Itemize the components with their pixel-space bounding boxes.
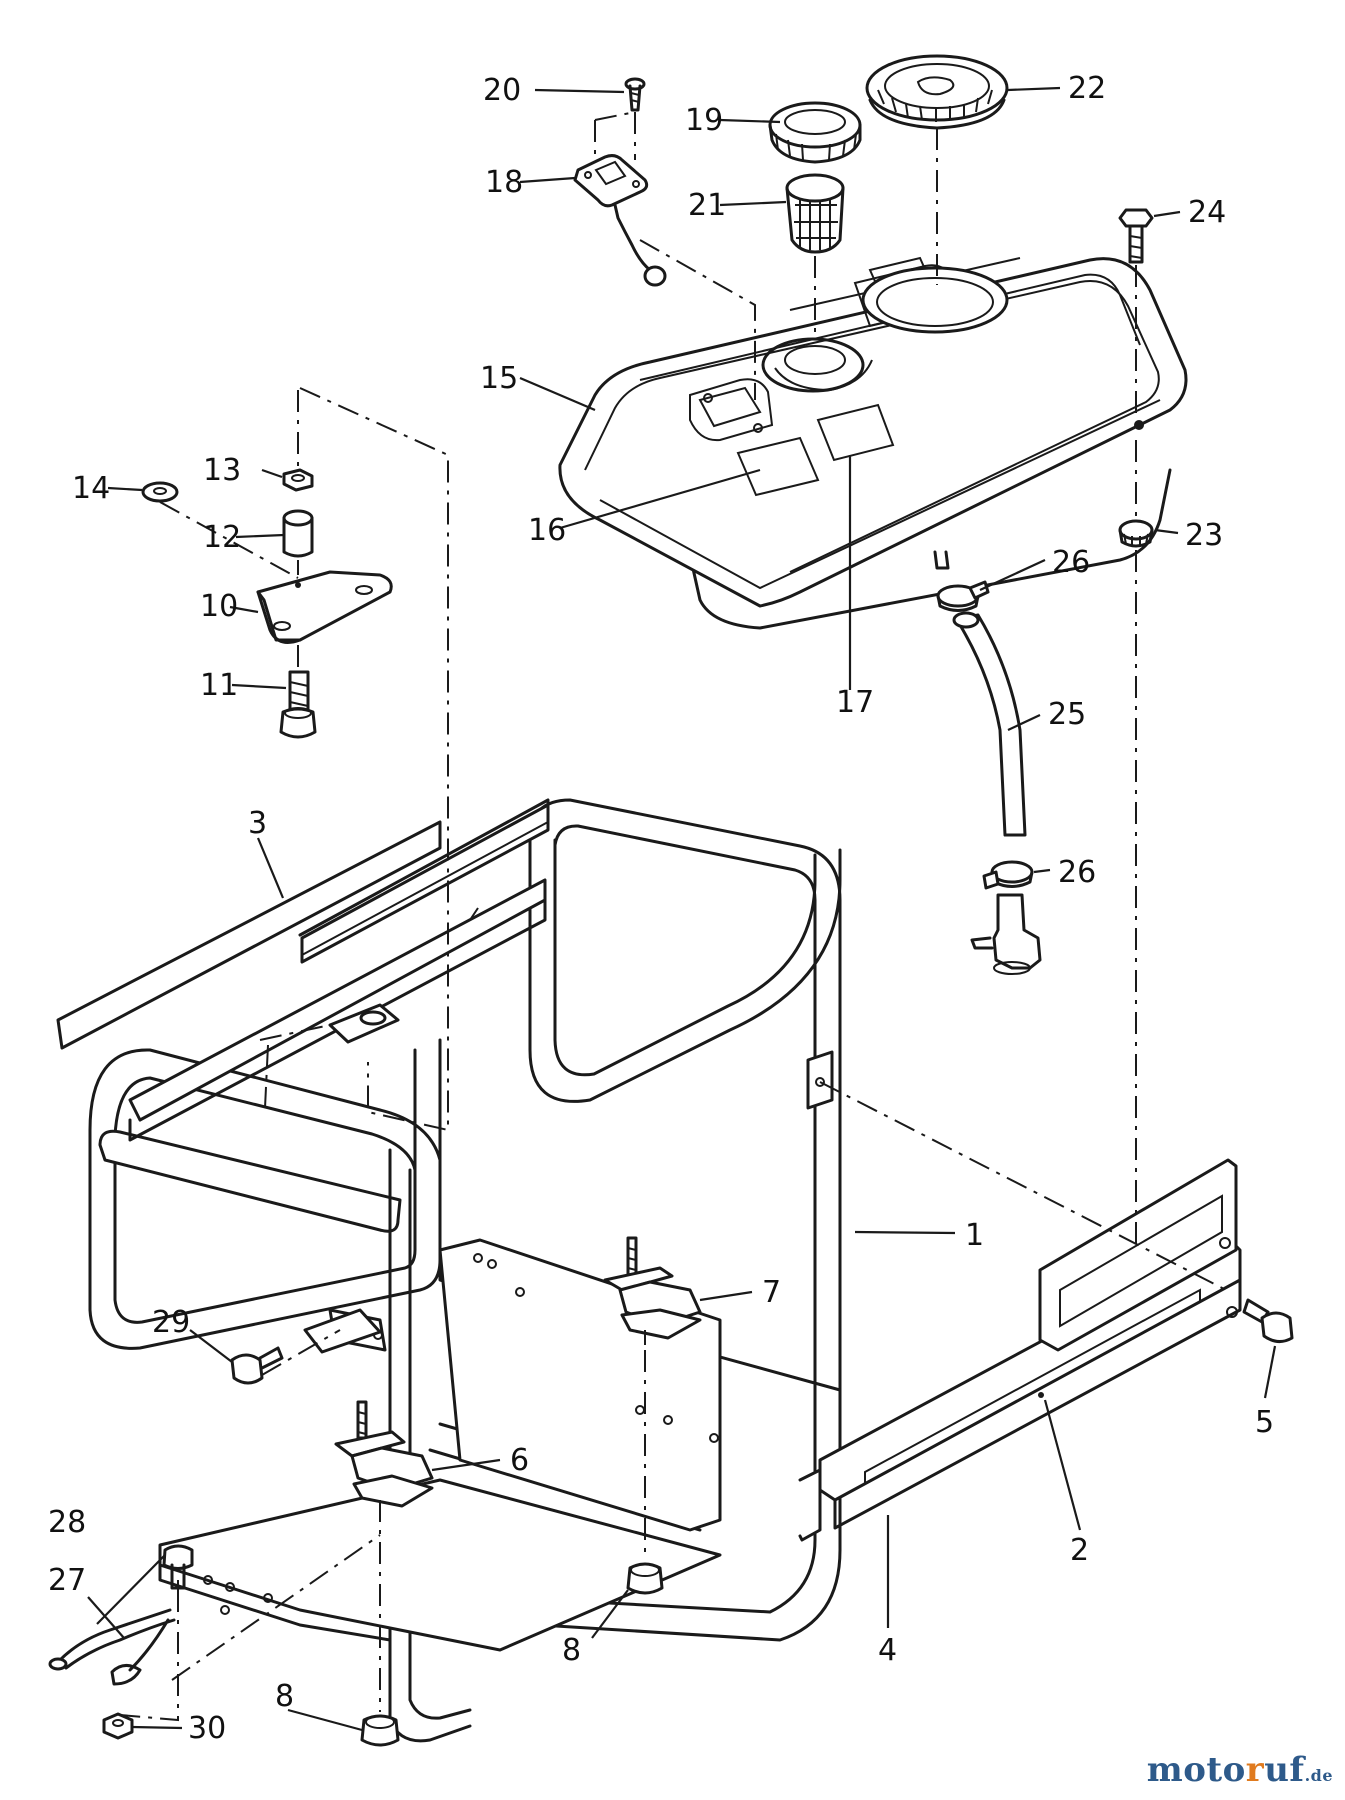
side-rail-2 <box>1038 1158 1238 1398</box>
label-part-15: 15 <box>480 361 518 396</box>
label-part-13: 13 <box>203 453 241 488</box>
watermark-part-2: r <box>1245 1750 1265 1790</box>
label-part-2: 2 <box>1070 1533 1089 1568</box>
engine-mount-7 <box>603 1236 702 1340</box>
label-part-1: 1 <box>965 1218 984 1253</box>
label-part-24: 24 <box>1188 195 1226 230</box>
rubber-foot-8-right <box>626 1562 664 1595</box>
label-part-30: 30 <box>188 1711 226 1746</box>
fuel-tank <box>558 256 1188 630</box>
screw-28 <box>162 1544 194 1590</box>
hose-clamp-26-upper <box>936 580 990 612</box>
watermark-part-1: moto <box>1146 1750 1246 1790</box>
label-part-7: 7 <box>762 1275 781 1310</box>
part-labels: 1 2 3 4 5 6 7 8 8 10 11 12 13 14 15 16 1… <box>48 71 1274 1746</box>
label-part-3: 3 <box>248 806 267 841</box>
nut-30 <box>102 1712 134 1740</box>
rail-strip-3 <box>56 798 550 1050</box>
label-part-17: 17 <box>836 685 874 720</box>
label-part-26-lower: 26 <box>1058 855 1096 890</box>
bolt-29 <box>230 1308 382 1385</box>
grommet-23 <box>1118 519 1154 548</box>
label-part-10: 10 <box>200 589 238 624</box>
screw-20 <box>624 77 646 112</box>
label-part-23: 23 <box>1185 518 1223 553</box>
label-part-14: 14 <box>72 471 110 506</box>
label-part-11: 11 <box>200 668 238 703</box>
filler-cap-22 <box>865 54 1009 130</box>
rubber-foot-8-left <box>360 1714 400 1747</box>
label-part-22: 22 <box>1068 71 1106 106</box>
engine-mount-6 <box>334 1400 434 1508</box>
label-part-8-left: 8 <box>275 1679 294 1714</box>
watermark-part-4: .de <box>1304 1766 1333 1785</box>
label-part-26-upper: 26 <box>1052 545 1090 580</box>
ground-wire-27 <box>48 1608 176 1686</box>
label-part-6: 6 <box>510 1443 529 1478</box>
bolt-5 <box>1242 1298 1294 1343</box>
label-part-27: 27 <box>48 1563 86 1598</box>
watermark: motoruf.de <box>1147 1750 1333 1790</box>
label-part-18: 18 <box>485 165 523 200</box>
watermark-part-3: uf <box>1264 1750 1305 1790</box>
fuel-switch-18 <box>573 154 667 287</box>
label-part-5: 5 <box>1255 1405 1274 1440</box>
fuel-strainer-21 <box>785 173 845 254</box>
frame-1 <box>88 798 842 1743</box>
label-part-12: 12 <box>203 520 241 555</box>
leader-lines <box>87 86 1277 1732</box>
hose-clamp-26-lower <box>982 860 1034 890</box>
label-part-21: 21 <box>688 188 726 223</box>
fuel-cap-19 <box>768 101 862 164</box>
label-part-19: 19 <box>685 103 723 138</box>
label-part-29: 29 <box>152 1305 190 1340</box>
label-part-28: 28 <box>48 1505 86 1540</box>
fuel-hose-25 <box>952 611 1027 837</box>
bolt-24 <box>1118 208 1154 264</box>
label-part-16: 16 <box>528 513 566 548</box>
assembly-lines <box>119 111 1231 1722</box>
label-part-25: 25 <box>1048 697 1086 732</box>
engine-bracket-assembly <box>141 468 393 739</box>
fuel-cock <box>970 893 1042 975</box>
label-part-4: 4 <box>878 1633 897 1668</box>
label-part-8-right: 8 <box>562 1633 581 1668</box>
label-part-20: 20 <box>483 73 521 108</box>
